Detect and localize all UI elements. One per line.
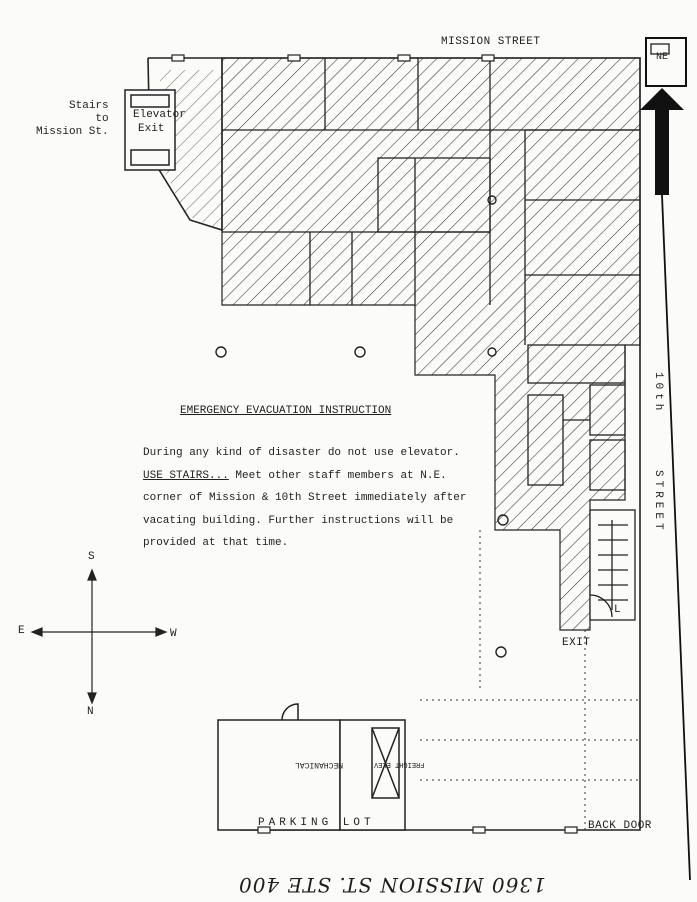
compass-east: E [18, 625, 25, 637]
exit-path [420, 530, 640, 830]
ne-marker [640, 37, 691, 881]
instruction-body: During any kind of disaster do not use e… [143, 442, 493, 555]
use-stairs-text: USE STAIRS... [143, 469, 229, 482]
mechanical-label: MECHANICAL [295, 760, 344, 769]
instruction-line: vacating building. Further instructions … [143, 514, 454, 527]
elevator-block [124, 89, 176, 171]
instruction-line-rest: Meet other staff members at N.E. [228, 469, 447, 482]
stairs-note-line: Stairs [69, 100, 109, 112]
instruction-line: corner of Mission & 10th Street immediat… [143, 492, 467, 504]
instruction-line: USE STAIRS... Meet other staff members a… [143, 465, 493, 488]
stairs-note: Stairs to Mission St. [36, 100, 109, 139]
freight-elev-label: FREIGHT ELEV [374, 760, 425, 768]
back-door-label: BACK DOOR [588, 820, 652, 832]
instruction-title: EMERGENCY EVACUATION INSTRUCTION [180, 405, 392, 417]
ne-label: NE [656, 52, 669, 63]
stairs-note-line: Mission St. [36, 126, 109, 138]
parking-lot-label: PARKING LOT [258, 817, 375, 829]
compass-north: N [87, 706, 94, 718]
compass-south: S [88, 551, 95, 563]
tenth-label: 10th [652, 372, 664, 415]
elevator-label: Elevator [133, 109, 186, 121]
office-partitions [222, 58, 640, 491]
handwritten-address: 1360 MISSION ST. STE 400 [238, 873, 546, 897]
elevator-exit-label: Exit [138, 123, 165, 135]
instruction-line: During any kind of disaster do not use e… [143, 447, 460, 459]
instruction-line: provided at that time. [143, 537, 289, 549]
compass-rose [30, 568, 168, 705]
mechanical-room [217, 703, 406, 831]
exit-label: EXIT [562, 637, 591, 649]
wall-stubs [171, 54, 578, 834]
columns [215, 195, 509, 658]
street-label: STREET [652, 470, 664, 534]
stairs-note-line: to [95, 113, 109, 125]
mission-street-label: MISSION STREET [441, 36, 541, 48]
hatched-offices [160, 57, 641, 631]
stairwell [589, 509, 636, 621]
compass-west: W [170, 628, 177, 640]
stair-letter: L [614, 604, 621, 616]
